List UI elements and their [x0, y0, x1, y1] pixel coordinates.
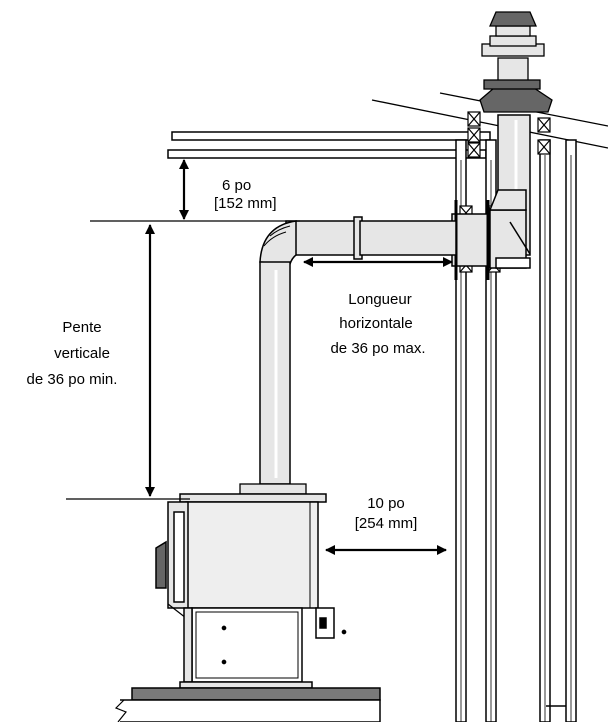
label-vertical-rise-line3: de 36 po min.	[27, 371, 118, 388]
wall-right	[539, 139, 577, 722]
chimney-above-roof	[481, 35, 545, 90]
stovepipe-elbow	[259, 220, 297, 265]
floor-protector	[114, 687, 381, 722]
label-top-clearance: 6 po [152 mm]	[214, 177, 277, 212]
ceiling-overhang	[167, 131, 491, 159]
wall-left	[455, 139, 497, 722]
label-side-clearance-line2: [254 mm]	[355, 515, 418, 532]
elbow-segments	[263, 225, 291, 247]
label-top-clearance-line2: [152 mm]	[214, 195, 277, 212]
label-side-clearance: 10 po [254 mm]	[355, 495, 418, 532]
reference-lines	[66, 220, 300, 500]
label-horizontal-run-line2: horizontale	[339, 315, 412, 332]
label-vertical-rise-line2: verticale	[54, 345, 110, 362]
pipe-collar	[239, 483, 307, 495]
chimney-cap	[489, 11, 537, 37]
label-horizontal-run: Longueur horizontale de 36 po max.	[330, 291, 425, 357]
label-side-clearance-line1: 10 po	[367, 495, 405, 512]
label-vertical-rise: Pente verticale de 36 po min.	[27, 319, 118, 388]
vertical-stovepipe	[259, 261, 291, 485]
label-top-clearance-line1: 6 po	[222, 177, 251, 194]
label-horizontal-run-line3: de 36 po max.	[330, 340, 425, 357]
tee-connector	[488, 189, 531, 269]
label-vertical-rise-line1: Pente	[62, 319, 101, 336]
stove-body	[155, 493, 347, 639]
wall-thimble	[451, 200, 493, 280]
dimension-arrows	[145, 159, 453, 555]
stove-pedestal	[179, 607, 313, 689]
horizontal-stovepipe	[285, 216, 457, 260]
roof-flashing	[479, 87, 553, 113]
label-horizontal-run-line1: Longueur	[348, 291, 411, 308]
